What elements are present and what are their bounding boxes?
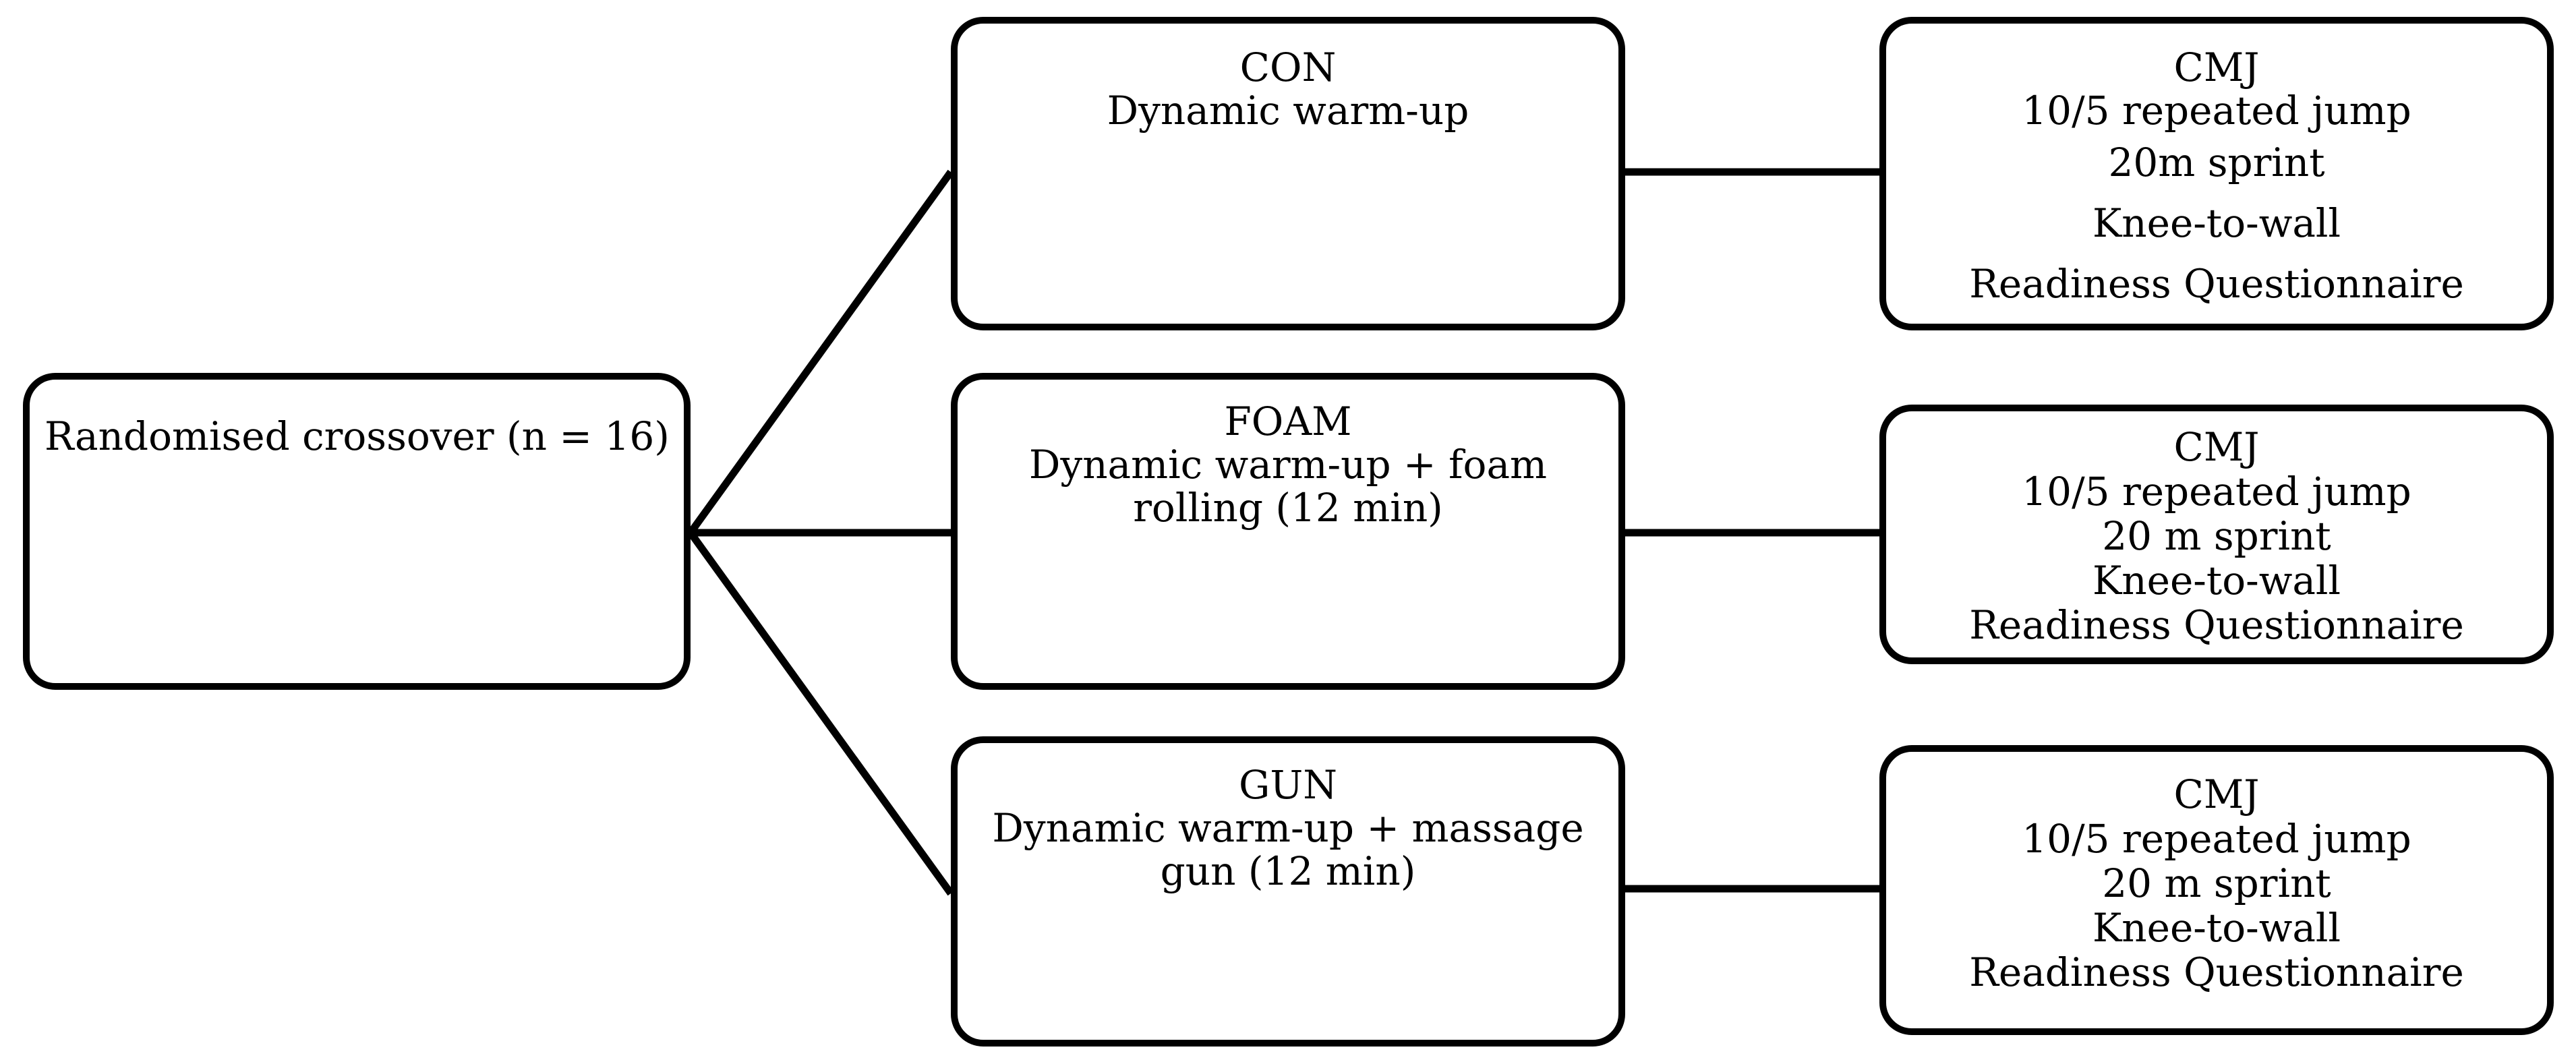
condition-box-con: CON Dynamic warm-up <box>951 17 1625 330</box>
condition-description-line: rolling (12 min) <box>1133 485 1443 531</box>
condition-box-foam: FOAM Dynamic warm-up + foam rolling (12 … <box>951 373 1625 690</box>
outcome-measure: Readiness Questionnaire <box>1969 261 2464 307</box>
outcome-measure: CMJ <box>2173 771 2260 817</box>
condition-description-line: gun (12 min) <box>1160 848 1416 894</box>
connector-start-to-gun <box>687 530 954 896</box>
condition-box-gun: GUN Dynamic warm-up + massage gun (12 mi… <box>951 736 1625 1047</box>
outcome-measure: Knee-to-wall <box>2092 905 2341 951</box>
condition-description-line: Dynamic warm-up <box>1107 88 1469 134</box>
outcome-measure: 20m sprint <box>2108 140 2325 185</box>
outcome-measure: Readiness Questionnaire <box>1969 602 2464 648</box>
condition-label-con: CON <box>1239 45 1337 90</box>
condition-description-line: Dynamic warm-up + massage <box>992 805 1584 851</box>
outcome-measure: CMJ <box>2173 45 2260 90</box>
outcome-measure: Knee-to-wall <box>2092 200 2341 246</box>
outcome-measure: CMJ <box>2173 424 2260 470</box>
outcome-measure: 20 m sprint <box>2102 860 2331 906</box>
outcome-measure: 10/5 repeated jump <box>2022 816 2411 862</box>
start-box-text: Randomised crossover (n = 16) <box>45 413 670 459</box>
outcome-box-con: CMJ 10/5 repeated jump 20m sprint Knee-t… <box>1879 17 2554 330</box>
randomised-crossover-box: Randomised crossover (n = 16) <box>23 373 691 690</box>
outcome-measure: Readiness Questionnaire <box>1969 949 2464 995</box>
outcome-box-gun: CMJ 10/5 repeated jump 20 m sprint Knee-… <box>1879 745 2554 1035</box>
connector-start-to-con <box>687 169 954 535</box>
outcome-measure: 10/5 repeated jump <box>2022 469 2411 514</box>
outcome-box-foam: CMJ 10/5 repeated jump 20 m sprint Knee-… <box>1879 405 2554 664</box>
outcome-measure: 20 m sprint <box>2102 513 2331 559</box>
outcome-measure: Knee-to-wall <box>2092 558 2341 603</box>
outcome-measure: 10/5 repeated jump <box>2022 88 2411 134</box>
condition-label-foam: FOAM <box>1224 399 1352 444</box>
condition-label-gun: GUN <box>1239 762 1337 808</box>
condition-description-line: Dynamic warm-up + foam <box>1028 442 1548 488</box>
